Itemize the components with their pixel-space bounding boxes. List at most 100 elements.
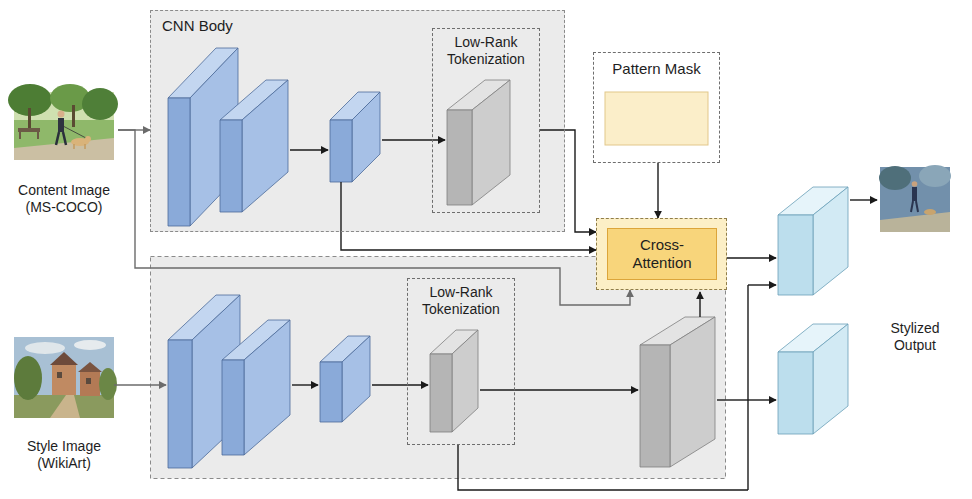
input-line	[114, 384, 166, 385]
content-photo	[63, 132, 66, 145]
feature-block	[244, 320, 290, 455]
style-painting	[57, 372, 62, 378]
flow-line	[747, 285, 748, 490]
flow-line	[292, 384, 318, 385]
style-painting	[25, 342, 65, 354]
style-painting	[14, 337, 114, 418]
flow-line	[748, 284, 776, 285]
style-painting	[74, 340, 106, 350]
decoder-block	[778, 352, 813, 434]
content-photo	[82, 88, 118, 120]
feature-block	[242, 80, 288, 212]
content-photo	[72, 105, 75, 127]
feature-block	[168, 48, 380, 468]
feature-block	[222, 360, 244, 455]
node-label: Stylized Output	[870, 320, 960, 354]
output-image	[912, 181, 918, 187]
decoder-block	[778, 215, 813, 295]
attention-inner-box: Cross-Attention	[607, 228, 717, 280]
output-image	[916, 201, 918, 212]
token-block	[447, 110, 472, 205]
mask-box: Pattern Mask	[593, 52, 720, 163]
content-photo	[19, 132, 21, 139]
token-block	[670, 317, 715, 467]
module-panel: CNN BodyLow-Rank Tokenization	[150, 10, 565, 232]
node-label: Content Image (MS-COCO)	[10, 182, 118, 216]
input-line	[114, 384, 166, 385]
panel-fill	[150, 10, 565, 232]
content-photo	[73, 144, 75, 149]
style-painting	[50, 352, 78, 365]
node-label: Pattern Mask	[597, 60, 716, 78]
connector	[657, 163, 658, 218]
token-block	[640, 345, 670, 467]
content-photo	[37, 132, 39, 139]
output-image	[924, 209, 936, 215]
style-painting	[14, 356, 42, 400]
tokenization-box: Low-Rank Tokenization	[407, 278, 515, 445]
connector	[118, 130, 630, 305]
node-label: Style Image (WikiArt)	[10, 438, 118, 472]
node-label: Low-Rank Tokenization	[436, 34, 536, 68]
image-node: Content Image (MS-COCO)	[10, 92, 118, 218]
feature-block	[168, 98, 190, 226]
output-image	[911, 201, 913, 212]
content-photo	[63, 126, 86, 138]
flow-line	[699, 292, 700, 317]
attention-box: Cross-Attention	[596, 218, 727, 290]
feature-block	[168, 340, 192, 468]
node-label: Low-Rank Tokenization	[411, 284, 511, 318]
output-image	[912, 187, 917, 201]
flow-line	[290, 140, 877, 490]
flow-line	[727, 257, 776, 258]
decoder-block	[813, 324, 848, 434]
flow-line	[382, 139, 445, 140]
output-image	[919, 165, 951, 187]
feature-block	[352, 92, 380, 182]
content-photo	[56, 132, 59, 145]
style-painting	[86, 378, 91, 384]
output-image	[879, 165, 951, 232]
flow-line	[458, 445, 748, 490]
style-painting	[78, 362, 102, 372]
feature-block	[342, 336, 370, 422]
content-photo	[58, 118, 64, 132]
feature-block	[320, 362, 342, 422]
content-photo	[28, 108, 31, 128]
flow-line	[748, 399, 776, 400]
flow-line	[290, 149, 328, 150]
image-node: Style Image (WikiArt)	[10, 337, 118, 474]
token-block	[452, 330, 478, 432]
feature-block	[220, 120, 242, 212]
style-painting	[99, 368, 117, 400]
content-photo	[58, 111, 65, 118]
output-image	[879, 166, 911, 190]
style-painting	[52, 365, 76, 395]
flow-line	[717, 399, 748, 400]
image-node: Stylized Output	[870, 167, 960, 356]
content-photo	[18, 128, 40, 132]
node-label: CNN Body	[162, 17, 553, 35]
flow-line	[340, 182, 341, 232]
content-photo	[8, 84, 118, 160]
mask-swatch	[605, 92, 708, 145]
flow-line	[372, 384, 428, 385]
connector	[341, 232, 596, 250]
content-photo	[85, 136, 91, 142]
feature-block	[330, 120, 352, 182]
flow-line	[480, 389, 638, 390]
connector	[540, 130, 596, 232]
panel-fill	[150, 10, 565, 232]
tokenization-box: Low-Rank Tokenization	[432, 28, 540, 213]
decoder-block	[813, 187, 848, 295]
flow-line	[850, 199, 877, 200]
output-image	[880, 212, 950, 232]
style-painting	[50, 395, 80, 418]
node-label: Cross-Attention	[608, 236, 716, 272]
token-block	[472, 80, 510, 205]
style-painting	[80, 372, 100, 396]
content-photo	[84, 144, 86, 149]
mask-swatch	[605, 92, 708, 145]
